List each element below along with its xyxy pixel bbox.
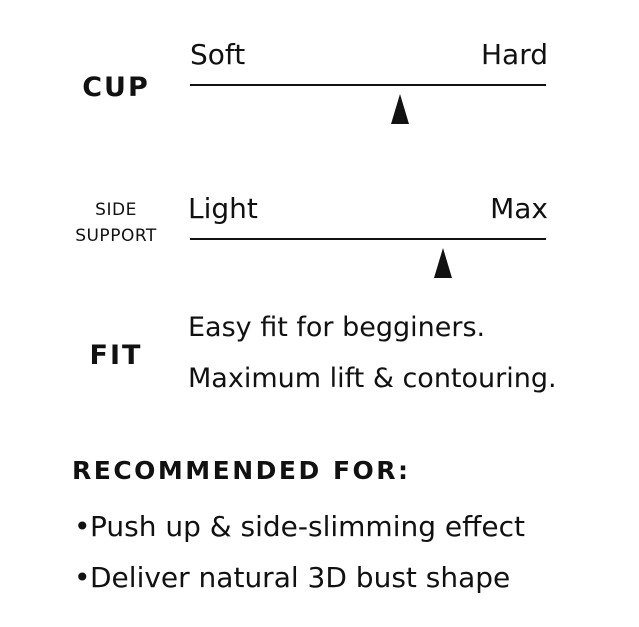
recommended-item-text: Push up & side-slimming effect [90, 510, 526, 543]
side-support-scale-line [190, 238, 546, 240]
fit-line-1: Easy fit for begginers. [188, 312, 486, 343]
recommended-item-text: Deliver natural 3D bust shape [90, 561, 511, 594]
side-support-label-line2: SUPPORT [75, 226, 157, 246]
recommended-item: •Push up & side-slimming effect [74, 510, 525, 543]
side-support-min-label: Light [188, 192, 258, 225]
side-support-label: SIDE SUPPORT [66, 197, 166, 249]
cup-max-label: Hard [480, 38, 548, 71]
side-support-max-label: Max [490, 192, 548, 225]
recommended-title: RECOMMENDED FOR: [72, 456, 411, 485]
fit-label: FIT [89, 340, 143, 371]
side-support-label-line1: SIDE [95, 200, 137, 220]
cup-scale-line [190, 84, 546, 86]
cup-label: CUP [82, 72, 150, 103]
bullet-icon: • [74, 561, 91, 594]
recommended-item: •Deliver natural 3D bust shape [74, 561, 510, 594]
side-support-level-marker [433, 248, 452, 278]
fit-line-2: Maximum lift & contouring. [188, 363, 557, 394]
bullet-icon: • [74, 510, 91, 543]
cup-level-marker [391, 94, 410, 124]
cup-min-label: Soft [190, 38, 246, 71]
